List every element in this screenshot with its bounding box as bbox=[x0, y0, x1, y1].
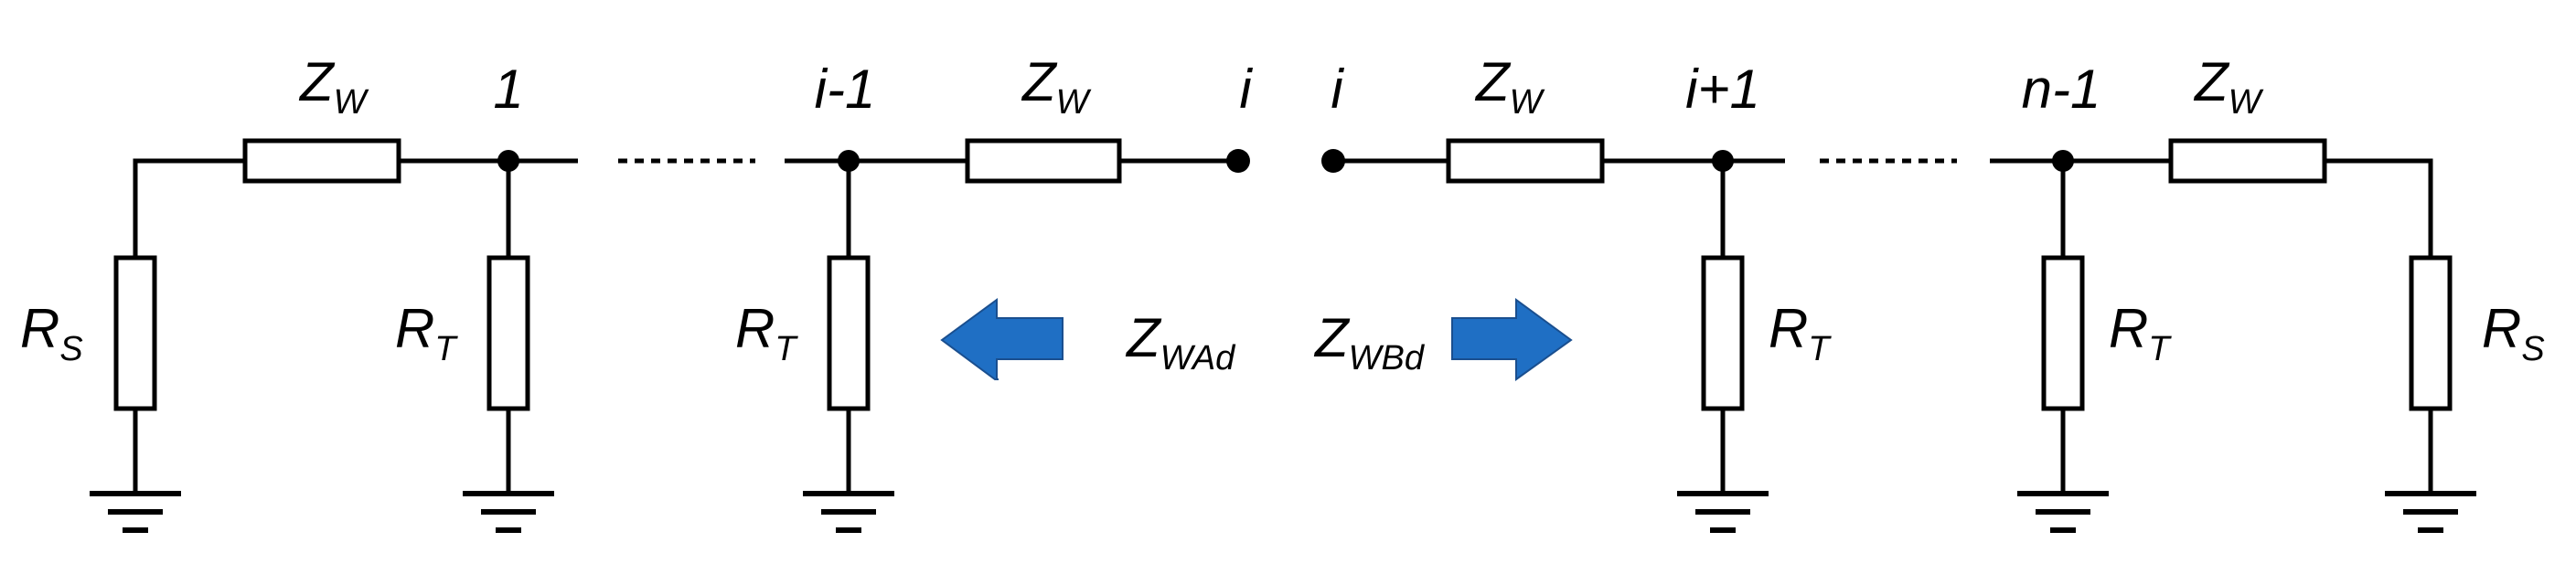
terminal-dot-node-i-left bbox=[1226, 149, 1250, 173]
label-rt-2-main: R bbox=[735, 298, 775, 359]
source-resistor-rs-left bbox=[113, 255, 157, 411]
junction-dot-node-im1 bbox=[838, 150, 860, 172]
label-zw-4: ZW bbox=[2193, 51, 2264, 122]
label-zw-1-main: Z bbox=[298, 51, 336, 112]
label-rt-3-main: R bbox=[1769, 298, 1808, 359]
label-zw-4-sub: W bbox=[2229, 83, 2264, 122]
node-label-i-left: i bbox=[1239, 58, 1253, 120]
label-rt-4-main: R bbox=[2109, 298, 2148, 359]
node-label-i-right: i bbox=[1331, 58, 1344, 120]
junction-dot-node-1 bbox=[497, 150, 519, 172]
junction-dot-node-ip1 bbox=[1712, 150, 1734, 172]
label-zw-2-main: Z bbox=[1021, 51, 1058, 112]
series-impedance-zw-3 bbox=[1446, 138, 1605, 184]
ground-symbol-4 bbox=[1677, 491, 1769, 533]
label-rt-4: RT bbox=[2109, 298, 2172, 368]
label-rt-4-sub: T bbox=[2148, 330, 2172, 368]
termination-resistor-rt-1 bbox=[486, 255, 530, 411]
label-rs-left: RS bbox=[20, 298, 83, 368]
label-rt-1-sub: T bbox=[434, 330, 458, 368]
label-zwbd: ZWBd bbox=[1313, 307, 1426, 378]
label-zwbd-main: Z bbox=[1313, 307, 1351, 368]
node-label-ip1: i+1 bbox=[1685, 58, 1760, 120]
label-zw-2: ZW bbox=[1021, 51, 1092, 122]
arrow-right-icon bbox=[1451, 298, 1573, 381]
node-label-1: 1 bbox=[493, 58, 523, 120]
source-resistor-rs-right bbox=[2409, 255, 2453, 411]
label-zwad: ZWAd bbox=[1125, 307, 1236, 378]
label-rs-right-main: R bbox=[2482, 298, 2521, 359]
ground-symbol-3 bbox=[803, 491, 894, 533]
arrow-left-icon bbox=[940, 298, 1064, 380]
label-rt-3-sub: T bbox=[1808, 330, 1832, 368]
label-rs-left-sub: S bbox=[59, 330, 82, 368]
ground-symbol-5 bbox=[2017, 491, 2109, 533]
label-zw-1: ZW bbox=[298, 51, 369, 122]
label-zwad-main: Z bbox=[1125, 307, 1162, 368]
label-zwad-sub: WAd bbox=[1160, 339, 1237, 378]
label-zwbd-sub: WBd bbox=[1349, 339, 1426, 378]
node-label-nm1: n-1 bbox=[2022, 58, 2101, 120]
label-zw-4-main: Z bbox=[2193, 51, 2230, 112]
label-rt-3: RT bbox=[1769, 298, 1832, 368]
label-rs-right: RS bbox=[2482, 298, 2545, 368]
label-zw-3: ZW bbox=[1474, 51, 1545, 122]
label-rt-1-main: R bbox=[395, 298, 434, 359]
label-zw-3-main: Z bbox=[1474, 51, 1512, 112]
node-label-im1: i-1 bbox=[815, 58, 876, 120]
termination-resistor-rt-2 bbox=[827, 255, 871, 411]
wires bbox=[133, 158, 2433, 494]
ground-symbol-2 bbox=[463, 491, 554, 533]
label-zw-2-sub: W bbox=[1056, 83, 1092, 122]
wire-left-source bbox=[133, 158, 245, 258]
label-rs-left-main: R bbox=[20, 298, 59, 359]
label-rt-2-sub: T bbox=[775, 330, 798, 368]
label-zw-3-sub: W bbox=[1510, 83, 1545, 122]
termination-resistor-rt-4 bbox=[2041, 255, 2085, 411]
series-impedance-zw-2 bbox=[965, 138, 1122, 184]
ground-symbol-1 bbox=[90, 491, 181, 533]
ground-symbol-6 bbox=[2385, 491, 2476, 533]
label-rt-2: RT bbox=[735, 298, 798, 368]
series-impedance-zw-4 bbox=[2168, 138, 2327, 184]
label-rt-1: RT bbox=[395, 298, 458, 368]
label-rs-right-sub: S bbox=[2521, 330, 2544, 368]
label-zw-1-sub: W bbox=[334, 83, 369, 122]
wire-zw4-to-right-source bbox=[2325, 158, 2433, 258]
terminal-dot-node-i-right bbox=[1321, 149, 1345, 173]
junction-dot-node-nm1 bbox=[2052, 150, 2074, 172]
termination-resistor-rt-3 bbox=[1701, 255, 1745, 411]
series-impedance-zw-1 bbox=[242, 138, 401, 184]
